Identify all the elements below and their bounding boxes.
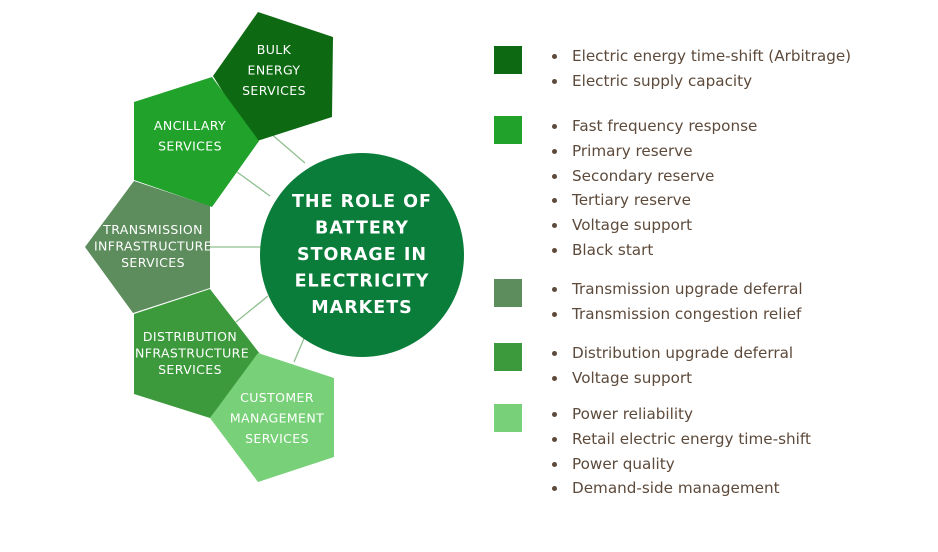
bullet-icon — [552, 54, 557, 59]
legend-item-label: Secondary reserve — [572, 166, 715, 185]
bullet-icon — [552, 287, 557, 292]
connector-lines — [208, 119, 306, 363]
legend-swatch — [494, 343, 522, 371]
legend-item-label: Distribution upgrade deferral — [572, 344, 794, 362]
legend-item-label: Power reliability — [572, 405, 693, 423]
legend-item: Power quality — [550, 452, 811, 477]
legend-item: Distribution upgrade deferral — [550, 341, 793, 366]
legend-item: Electric energy time-shift (Arbitrage) — [550, 44, 851, 69]
legend-item: Transmission congestion relief — [550, 302, 803, 327]
legend-item-label: Voltage support — [572, 216, 693, 235]
bullet-icon — [552, 198, 557, 204]
legend-item-label: Electric energy time-shift (Arbitrage) — [572, 47, 852, 65]
bullet-icon — [552, 461, 557, 467]
ancillary-pentagon-shape — [134, 77, 259, 207]
legend-item-label: Tertiary reserve — [572, 191, 691, 210]
bullet-icon — [552, 247, 557, 253]
legend-item: Power reliability — [550, 402, 811, 427]
ancillary-connector — [236, 171, 271, 197]
legend-item-label: Voltage support — [572, 368, 693, 387]
legend-item-label: Power quality — [572, 454, 675, 473]
customer-connector — [293, 335, 306, 363]
bulk-pentagon-shape — [213, 12, 333, 142]
legend-item: Primary reserve — [550, 139, 757, 164]
legend-item: Black start — [550, 238, 757, 263]
bullet-icon — [552, 375, 557, 381]
legend-item-label: Retail electric energy time-shift — [572, 429, 811, 448]
bullet-icon — [552, 124, 557, 129]
customer-pentagon-shape — [210, 353, 334, 482]
legend-item: Voltage support — [550, 366, 793, 391]
bullet-icon — [552, 486, 557, 492]
bullet-icon — [552, 436, 557, 442]
legend-item: Secondary reserve — [550, 164, 757, 189]
legend-item: Fast frequency response — [550, 114, 757, 139]
legend-item: Voltage support — [550, 213, 757, 238]
legend-swatch — [494, 46, 522, 74]
legend-item-list: Electric energy time-shift (Arbitrage) El… — [550, 44, 851, 94]
transmission-pentagon-shape — [85, 181, 210, 313]
bullet-icon — [552, 412, 557, 417]
legend-item: Electric supply capacity — [550, 69, 851, 94]
distribution-pentagon-shape — [134, 289, 260, 418]
legend-item-label: Transmission upgrade deferral — [572, 280, 803, 298]
legend-item: Demand-side management — [550, 476, 811, 501]
distribution-connector — [235, 295, 269, 323]
legend-item: Retail electric energy time-shift — [550, 427, 811, 452]
bullet-icon — [552, 173, 557, 179]
legend-swatch — [494, 279, 522, 307]
bullet-icon — [552, 78, 557, 84]
legend-item-label: Black start — [572, 240, 654, 259]
legend-item-label: Demand-side management — [572, 479, 780, 498]
bullet-icon — [552, 351, 557, 356]
bullet-icon — [552, 223, 557, 229]
legend-swatch — [494, 404, 522, 432]
legend-swatch — [494, 116, 522, 144]
legend-item: Tertiary reserve — [550, 188, 757, 213]
legend-item-label: Primary reserve — [572, 141, 693, 160]
legend-item: Transmission upgrade deferral — [550, 277, 803, 302]
bullet-icon — [552, 148, 557, 154]
legend-item-label: Fast frequency response — [572, 117, 758, 135]
bullet-icon — [552, 311, 557, 317]
legend-item-label: Transmission congestion relief — [572, 304, 802, 323]
legend-item-label: Electric supply capacity — [572, 71, 753, 90]
